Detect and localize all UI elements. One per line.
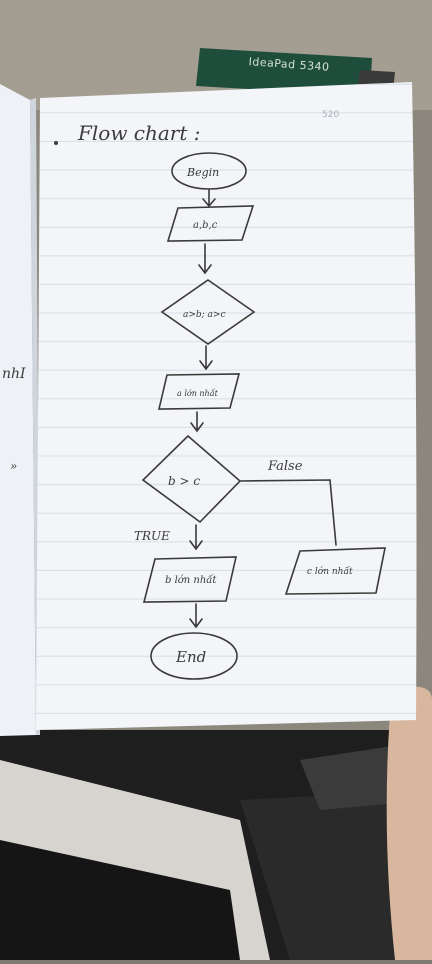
notebook-heading: Flow chart : <box>77 121 201 145</box>
output-b-label: b lớn nhất <box>165 575 217 586</box>
left-page-mark-1: nhI <box>2 366 26 382</box>
arrow-3 <box>199 345 213 371</box>
begin-terminal <box>171 152 247 190</box>
output-b-parallelogram <box>142 556 238 603</box>
page-number: 520 <box>322 110 340 120</box>
true-label: TRUE <box>134 529 170 543</box>
arrow-2 <box>198 243 212 275</box>
arrow-5 <box>189 603 203 629</box>
cloth-stripe-dark <box>0 840 240 960</box>
input-parallelogram <box>166 205 255 242</box>
output-c-parallelogram <box>284 547 386 595</box>
bullet-dot <box>54 141 58 145</box>
begin-label: Begin <box>186 166 219 179</box>
condition1-diamond <box>160 279 256 345</box>
output-a-label: a lớn nhất <box>177 389 219 398</box>
false-label: False <box>267 459 303 474</box>
condition2-label: b > c <box>168 474 200 488</box>
arrow-1 <box>202 189 216 208</box>
output-c-label: c lớn nhất <box>307 566 353 577</box>
condition1-label: a>b; a>c <box>183 310 226 320</box>
end-label: End <box>175 648 206 666</box>
cloth-right <box>240 790 432 960</box>
input-label: a,b,c <box>193 220 218 231</box>
finger <box>386 686 432 960</box>
output-a-parallelogram <box>157 373 241 410</box>
left-page-mark-2: » <box>10 459 17 473</box>
laptop-edge <box>196 48 372 96</box>
arrow-4 <box>190 411 204 433</box>
condition2-diamond <box>141 434 242 524</box>
left-page <box>0 84 36 736</box>
page-ruled-lines <box>36 82 417 730</box>
end-terminal <box>150 632 238 680</box>
false-branch-line <box>239 479 337 546</box>
arrow-true <box>189 524 203 551</box>
